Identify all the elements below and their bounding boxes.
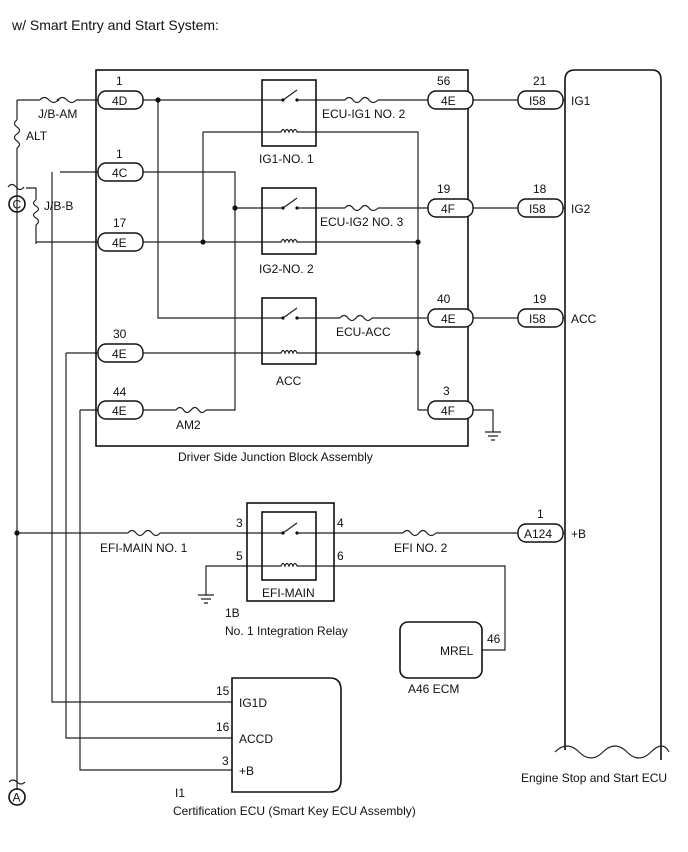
svg-text:56: 56 [437,74,451,88]
fuse-ecu-acc-label: ECU-ACC [336,325,391,339]
fuse-efi-no2-label: EFI NO. 2 [394,541,448,555]
junction-dots [14,97,421,536]
svg-text:+B: +B [239,764,254,778]
fuse-jb-b-label: J/B-B [44,199,73,213]
jb-connector-4e-44: 44 4E [97,385,144,420]
svg-text:4C: 4C [112,166,128,180]
ecu-connector-b: 1 A124 +B [517,507,586,543]
ecu-signal-ig1: IG1 [571,94,591,108]
relay-ig1-label: IG1-NO. 1 [259,152,314,166]
svg-text:1: 1 [116,147,123,161]
wires [16,99,565,790]
svg-text:4F: 4F [441,404,455,418]
page-title: w/ Smart Entry and Start System: [11,17,219,33]
jb-connector-4d-1: 1 4D [97,74,144,110]
svg-text:30: 30 [113,327,127,341]
ecm: MREL 46 A46 ECM [399,621,501,696]
svg-text:44: 44 [113,385,127,399]
jb-connector-4e-40: 40 4E [427,292,474,328]
svg-text:19: 19 [437,182,451,196]
junction-block-frame [95,69,469,447]
relay-pin-5: 5 [236,549,243,563]
relay-ig2: IG2-NO. 2 [259,187,317,276]
fuse-efi-main-label: EFI-MAIN NO. 1 [100,541,188,555]
certification-ecu-name: Certification ECU (Smart Key ECU Assembl… [173,804,416,818]
integration-relay-connector: 1B [225,606,240,620]
ecm-label: A46 ECM [408,682,459,696]
integration-relay-name: No. 1 Integration Relay [225,624,348,638]
svg-text:A124: A124 [524,527,552,541]
relay-acc: ACC [261,297,317,388]
relay-pin-6: 6 [337,549,344,563]
ground-icon [485,431,501,441]
ground-icon [198,594,214,604]
svg-text:17: 17 [113,216,127,230]
svg-text:4F: 4F [441,202,455,216]
jb-connector-4e-56: 56 4E [427,74,474,110]
jb-connector-4f-3: 3 4F [427,384,474,420]
fuse-am2-label: AM2 [176,418,201,432]
svg-text:4E: 4E [441,94,456,108]
svg-text:15: 15 [216,684,230,698]
relay-acc-label: ACC [276,374,302,388]
svg-text:4E: 4E [112,347,127,361]
junction-block-name: Driver Side Junction Block Assembly [178,450,373,464]
svg-text:C: C [13,198,22,212]
fuse-ecu-ig2-label: ECU-IG2 NO. 3 [320,215,404,229]
jb-connector-4e-17: 17 4E [97,216,144,252]
fuse-ecu-ig1-label: ECU-IG1 NO. 2 [322,107,406,121]
ecu-connector-ig2: 18 I58 IG2 [517,182,591,218]
ecu-signal-ig2: IG2 [571,202,591,216]
svg-text:19: 19 [533,292,547,306]
svg-text:16: 16 [216,720,230,734]
certification-ecu: 15 IG1D 16 ACCD 3 +B I1 Certification EC… [173,677,416,818]
connector-c-icon: C [7,183,26,213]
relay-ig1: IG1-NO. 1 [259,79,317,166]
ecm-pin: 46 [487,632,501,646]
svg-text:21: 21 [533,74,547,88]
fuse-alt-label: ALT [26,129,48,143]
svg-text:I58: I58 [529,312,546,326]
ecm-terminal: MREL [440,644,474,658]
svg-text:4E: 4E [441,312,456,326]
svg-text:A: A [13,791,21,805]
svg-text:ACCD: ACCD [239,732,273,746]
integration-relay: EFI-MAIN 3 4 5 6 1B No. 1 Integration Re… [225,502,348,638]
ecu-signal-acc: ACC [571,312,597,326]
jb-connector-4f-19: 19 4F [427,182,474,218]
integration-relay-label: EFI-MAIN [262,586,315,600]
ecu-connector-acc: 19 I58 ACC [517,292,597,328]
svg-text:3: 3 [222,754,229,768]
connector-a-icon: A [8,779,26,806]
ecu-connector-ig1: 21 I58 IG1 [517,74,591,110]
svg-text:1: 1 [537,507,544,521]
relay-pin-3: 3 [236,516,243,530]
engine-ecu-name: Engine Stop and Start ECU [521,771,667,785]
jb-connector-4c-1: 1 4C [97,147,144,182]
fuse-symbols [13,96,437,537]
svg-text:1: 1 [116,74,123,88]
svg-text:18: 18 [533,182,547,196]
certification-ecu-code: I1 [175,786,185,800]
svg-text:4E: 4E [112,236,127,250]
relay-pin-4: 4 [337,516,344,530]
jb-connector-4e-30: 30 4E [97,327,144,363]
svg-text:40: 40 [437,292,451,306]
fuse-jb-am-label: J/B-AM [38,107,77,121]
svg-text:4E: 4E [112,404,127,418]
svg-text:IG1D: IG1D [239,696,267,710]
svg-text:4D: 4D [112,94,128,108]
relay-ig2-label: IG2-NO. 2 [259,262,314,276]
svg-text:3: 3 [443,384,450,398]
svg-text:I58: I58 [529,202,546,216]
engine-stop-start-ecu: Engine Stop and Start ECU [521,69,670,785]
ecu-signal-b: +B [571,527,586,541]
svg-text:I58: I58 [529,94,546,108]
